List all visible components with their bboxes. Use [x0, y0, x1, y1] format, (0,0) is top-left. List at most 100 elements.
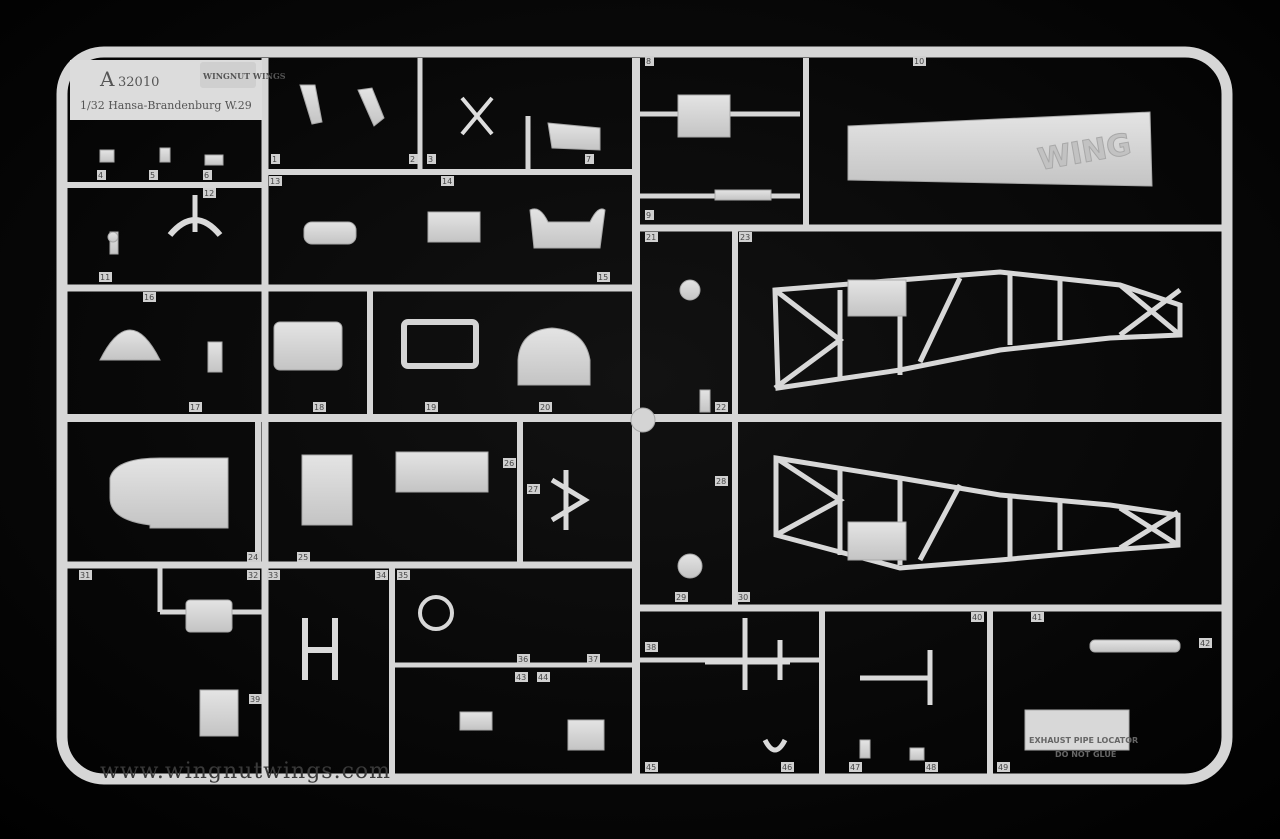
plate-note: DO NOT GLUE	[1055, 750, 1116, 759]
part-number: 43	[516, 673, 526, 682]
part-number-tag: 34	[375, 570, 388, 580]
part-number: 9	[646, 211, 651, 220]
part-number-tag: 6	[203, 170, 212, 180]
part-number: 14	[442, 177, 452, 186]
part-number-tag: 35	[397, 570, 410, 580]
part-number: 8	[646, 57, 651, 66]
part-number: 45	[646, 763, 656, 772]
plate-title: EXHAUST PIPE LOCATOR	[1029, 736, 1138, 745]
part-number: 29	[676, 593, 686, 602]
part-number-tag: 26	[503, 458, 516, 468]
part-number: 37	[588, 655, 598, 664]
part-number: 48	[926, 763, 936, 772]
part-number: 46	[782, 763, 792, 772]
part-number: 1	[272, 155, 277, 164]
part-number-tag: 33	[267, 570, 280, 580]
part-number-tag: 3	[427, 154, 436, 164]
sprue-code: 32010	[118, 75, 159, 90]
part-number-tag: 1	[271, 154, 280, 164]
sprue-subtitle: 1/32 Hansa-Brandenburg W.29	[80, 99, 252, 112]
part-number-tag: 16	[143, 292, 156, 302]
part-number: 33	[268, 571, 278, 580]
part-number-tag: 41	[1031, 612, 1044, 622]
part-number: 34	[376, 571, 386, 580]
part-number-tag: 24	[247, 552, 260, 562]
part-number-tag: 46	[781, 762, 794, 772]
part-number-tag: 19	[425, 402, 438, 412]
part-number: 41	[1032, 613, 1042, 622]
part-number: 11	[100, 273, 110, 282]
part-number: 20	[540, 403, 550, 412]
part-number-tag: 7	[585, 154, 594, 164]
part-number-tag: 22	[715, 402, 728, 412]
part-number: 44	[538, 673, 548, 682]
part-number: 30	[738, 593, 748, 602]
parts: WING	[99, 84, 1183, 761]
part-number: 2	[410, 155, 415, 164]
part-number-tag: 42	[1199, 638, 1212, 648]
part-number: 27	[528, 485, 538, 494]
part-number-tag: 10	[913, 56, 926, 66]
part-number-tag: 44	[537, 672, 550, 682]
part-number-tag: 43	[515, 672, 528, 682]
part-number: 24	[248, 553, 258, 562]
part-number-tag: 29	[675, 592, 688, 602]
part-number: 7	[586, 155, 591, 164]
part-number-tag: 17	[189, 402, 202, 412]
part-number-tag: 25	[297, 552, 310, 562]
part-number: 23	[740, 233, 750, 242]
part-number-tag: 36	[517, 654, 530, 664]
part-number: 42	[1200, 639, 1210, 648]
part-number-tag: 21	[645, 232, 658, 242]
part-number-tag: 14	[441, 176, 454, 186]
part-number-tag: 23	[739, 232, 752, 242]
part-number-tag: 5	[149, 170, 158, 180]
part-number: 35	[398, 571, 408, 580]
part-number: 25	[298, 553, 308, 562]
part-number: 17	[190, 403, 200, 412]
part-number-tag: 4	[97, 170, 106, 180]
part-number-tag: 12	[203, 188, 216, 198]
part-number-tag: 13	[269, 176, 282, 186]
logo-text: WINGNUT WINGS	[202, 71, 286, 81]
part-number: 18	[314, 403, 324, 412]
header-panel: A 32010 1/32 Hansa-Brandenburg W.29 WING…	[70, 60, 286, 120]
part-number-tag: 37	[587, 654, 600, 664]
part-number: 13	[270, 177, 280, 186]
part-number: 26	[504, 459, 514, 468]
part-number-tag: 9	[645, 210, 654, 220]
part-number-tag: 38	[645, 642, 658, 652]
part-number-tag: 49	[997, 762, 1010, 772]
part-number: 32	[248, 571, 258, 580]
part-number: 47	[850, 763, 860, 772]
part-number: 12	[204, 189, 214, 198]
part-number: 19	[426, 403, 436, 412]
part-number-tag: 48	[925, 762, 938, 772]
part-number: 21	[646, 233, 656, 242]
part-number: 3	[428, 155, 433, 164]
part-number-tag: 39	[249, 694, 262, 704]
part-number-tag: 11	[99, 272, 112, 282]
part-number-tag: 15	[597, 272, 610, 282]
part-number: 10	[914, 57, 924, 66]
exhaust-plate: EXHAUST PIPE LOCATOR DO NOT GLUE	[1024, 709, 1138, 759]
part-number: 15	[598, 273, 608, 282]
sprue-letter: A	[99, 67, 115, 91]
part-number: 36	[518, 655, 528, 664]
part-number-tag: 45	[645, 762, 658, 772]
part-number-tag: 28	[715, 476, 728, 486]
part-number-tag: 8	[645, 56, 654, 66]
part-number: 38	[646, 643, 656, 652]
part-number: 40	[972, 613, 982, 622]
part-number: 31	[80, 571, 90, 580]
part-number-tag: 18	[313, 402, 326, 412]
part-number-tag: 31	[79, 570, 92, 580]
part-number-tag: 2	[409, 154, 418, 164]
part-number-tag: 27	[527, 484, 540, 494]
part-number: 6	[204, 171, 209, 180]
part-number-tag: 40	[971, 612, 984, 622]
part-number-tag: 30	[737, 592, 750, 602]
part-number: 49	[998, 763, 1008, 772]
